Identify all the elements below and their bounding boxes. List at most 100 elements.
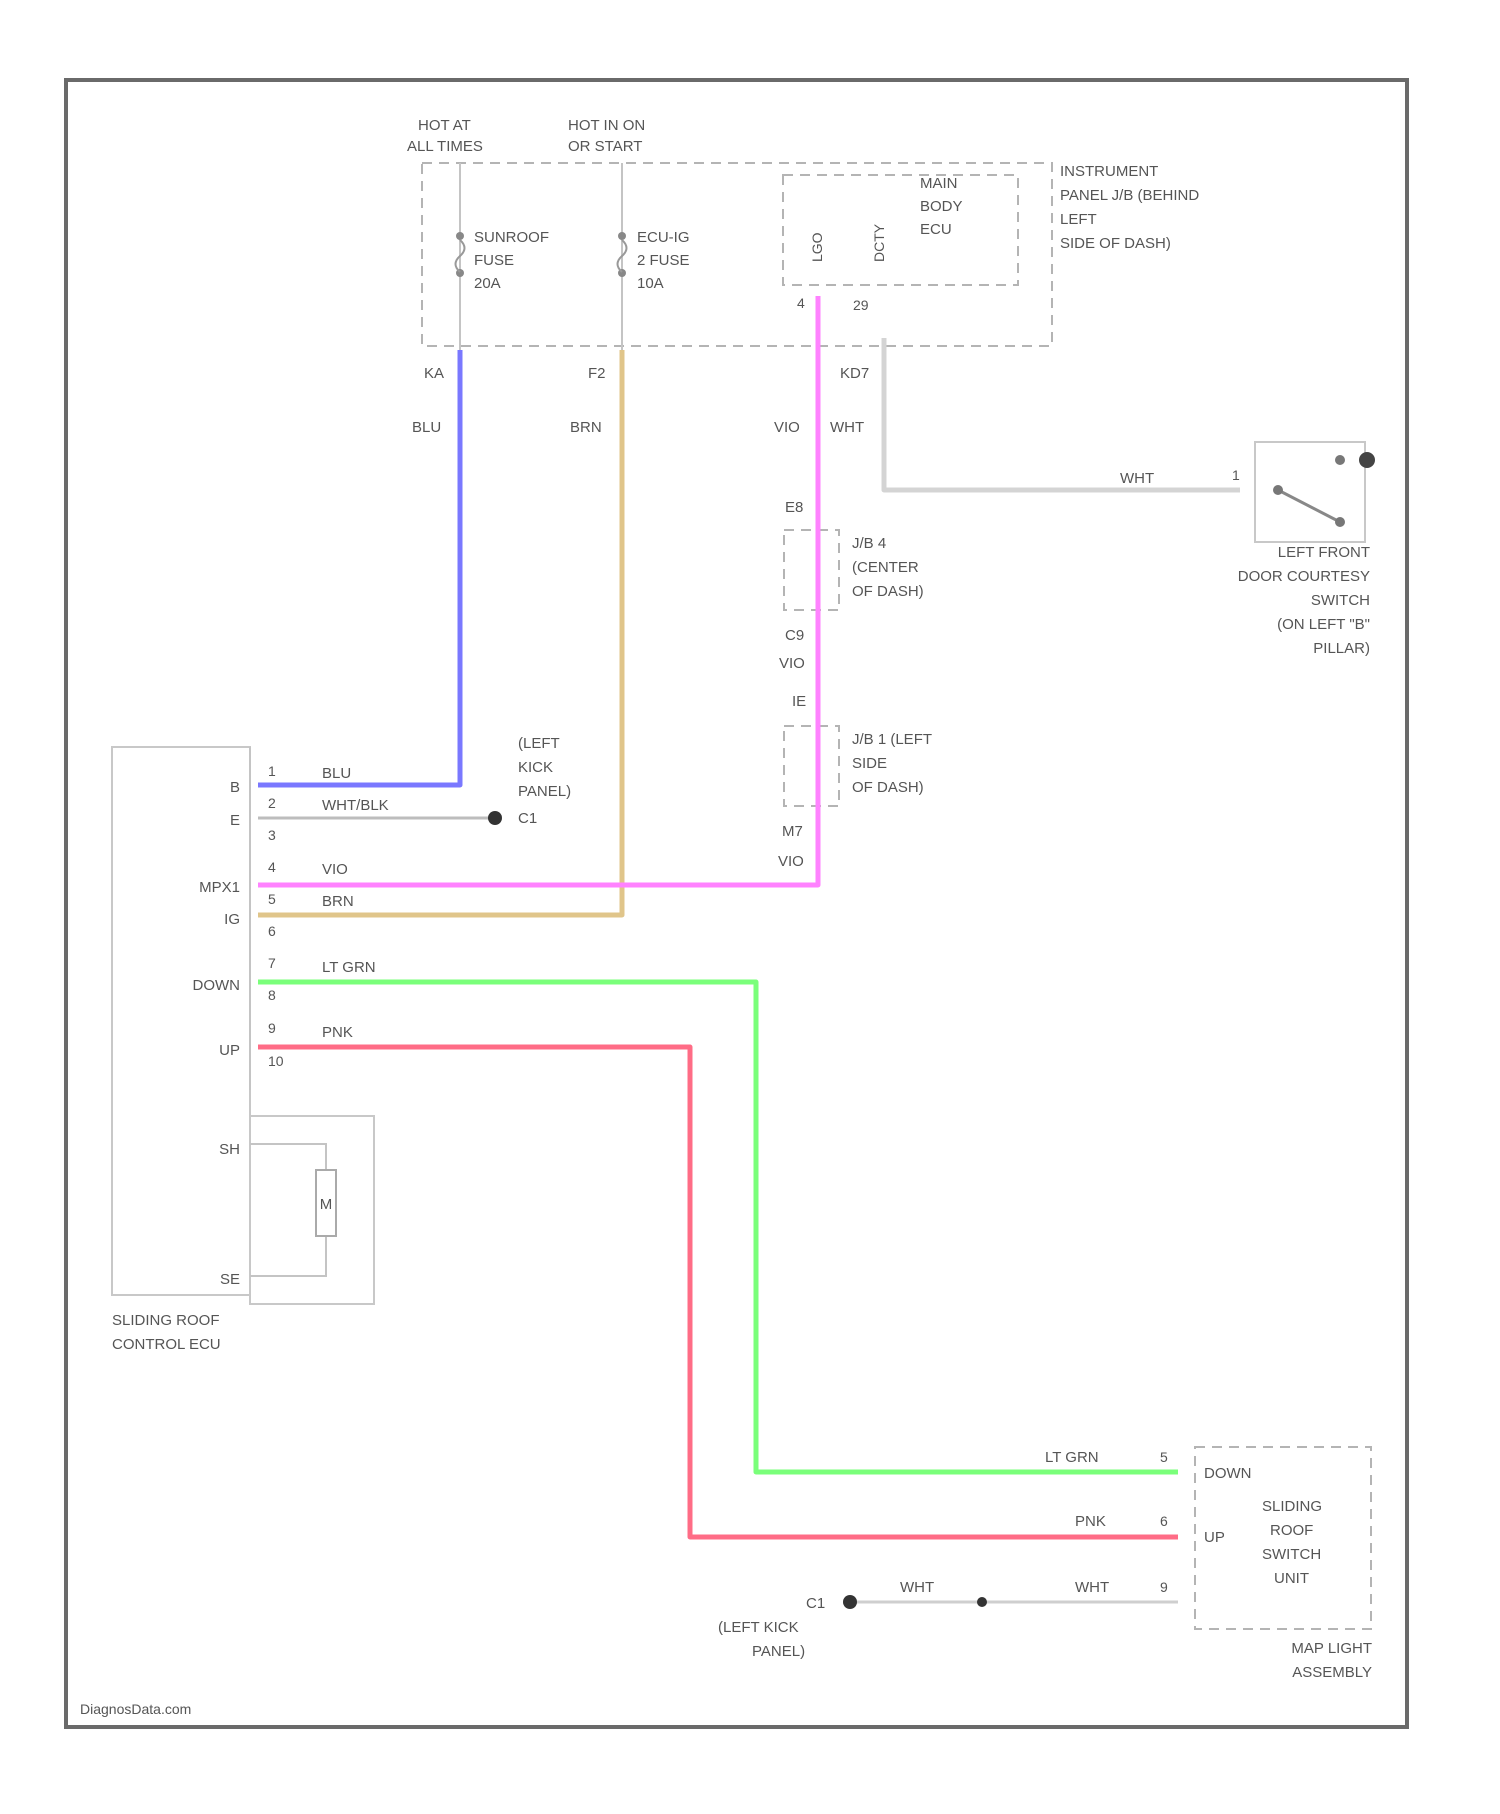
svg-text:5: 5 — [268, 891, 276, 907]
watermark: DiagnosData.com — [80, 1701, 191, 1717]
svg-text:SIDE: SIDE — [852, 755, 887, 772]
svg-text:LGO: LGO — [809, 232, 825, 262]
svg-text:LEFT FRONT: LEFT FRONT — [1278, 544, 1370, 561]
ground-kick-label: (LEFT KICK PANEL) C1 — [518, 735, 571, 827]
svg-text:2 FUSE: 2 FUSE — [637, 252, 690, 269]
svg-text:10A: 10A — [637, 275, 664, 292]
svg-text:3: 3 — [268, 827, 276, 843]
svg-text:4: 4 — [268, 859, 276, 875]
hot-at-all-times-label-1: HOT AT — [418, 117, 471, 134]
svg-text:WHT: WHT — [1075, 1579, 1109, 1596]
wire-label-vio-bottom: VIO — [778, 853, 804, 870]
svg-text:FUSE: FUSE — [474, 252, 514, 269]
svg-text:PANEL): PANEL) — [518, 783, 571, 800]
sliding-roof-motor: M — [250, 1144, 336, 1276]
svg-text:WHT: WHT — [900, 1579, 934, 1596]
ground-symbol-icon — [1359, 452, 1375, 468]
wire-label-brn: BRN — [570, 419, 602, 436]
wire-label-blu: BLU — [412, 419, 441, 436]
wire-label-wht-top: WHT — [830, 419, 864, 436]
svg-text:B: B — [230, 779, 240, 796]
svg-text:BRN: BRN — [322, 893, 354, 910]
svg-text:LEFT: LEFT — [1060, 211, 1097, 228]
wire-label-vio-mid: VIO — [779, 655, 805, 672]
wire-lt-grn — [258, 982, 1178, 1472]
svg-text:20A: 20A — [474, 275, 501, 292]
svg-text:(ON LEFT "B": (ON LEFT "B" — [1277, 616, 1370, 633]
jb1-box — [784, 726, 839, 806]
ground-c1-icon — [488, 811, 502, 825]
svg-text:LT GRN: LT GRN — [322, 959, 376, 976]
svg-text:C1: C1 — [518, 810, 537, 827]
jb4-label: J/B 4 (CENTER OF DASH) — [852, 535, 924, 600]
svg-text:PNK: PNK — [322, 1024, 353, 1041]
connector-c9: C9 — [785, 627, 804, 644]
svg-text:DOWN: DOWN — [193, 977, 241, 994]
svg-text:M: M — [320, 1196, 333, 1213]
svg-text:(LEFT: (LEFT — [518, 735, 560, 752]
svg-text:6: 6 — [1160, 1513, 1168, 1529]
jb4-box — [784, 530, 839, 610]
connector-kd: KD7 — [840, 365, 869, 382]
svg-text:SH: SH — [219, 1141, 240, 1158]
svg-text:IG: IG — [224, 911, 240, 928]
svg-text:J/B 1 (LEFT: J/B 1 (LEFT — [852, 731, 932, 748]
svg-text:J/B 4: J/B 4 — [852, 535, 886, 552]
main-body-ecu-label: MAIN BODY ECU LGO DCTY 4 29 — [797, 175, 963, 313]
svg-text:1: 1 — [268, 763, 276, 779]
instrument-panel-jb-label: INSTRUMENT PANEL J/B (BEHIND LEFT SIDE O… — [1060, 163, 1199, 252]
svg-text:5: 5 — [1160, 1449, 1168, 1465]
svg-text:INSTRUMENT: INSTRUMENT — [1060, 163, 1158, 180]
svg-text:E: E — [230, 812, 240, 829]
svg-text:UNIT: UNIT — [1274, 1570, 1309, 1587]
jb1-label: J/B 1 (LEFT SIDE OF DASH) — [852, 731, 932, 796]
svg-text:UP: UP — [1204, 1529, 1225, 1546]
roof-switch-labels: LT GRN PNK 5 6 9 DOWN UP SLIDING ROOF SW… — [1045, 1449, 1372, 1681]
svg-text:DOOR COURTESY: DOOR COURTESY — [1238, 568, 1370, 585]
hot-at-all-times-label-2: ALL TIMES — [407, 138, 483, 155]
svg-text:4: 4 — [797, 295, 805, 311]
bottom-ground-labels: WHT WHT C1 (LEFT KICK PANEL) — [718, 1579, 1109, 1660]
door-courtesy-switch: 1 LEFT FRONT DOOR COURTESY SWITCH (ON LE… — [1232, 442, 1375, 657]
connector-m7: M7 — [782, 823, 803, 840]
svg-text:PNK: PNK — [1075, 1513, 1106, 1530]
svg-text:DOWN: DOWN — [1204, 1465, 1252, 1482]
svg-text:(CENTER: (CENTER — [852, 559, 919, 576]
connector-ie: IE — [792, 693, 806, 710]
svg-text:SLIDING ROOF: SLIDING ROOF — [112, 1312, 220, 1329]
wire-label-wht-switch: WHT — [1120, 470, 1154, 487]
svg-text:KICK: KICK — [518, 759, 553, 776]
connector-ka: KA — [424, 365, 444, 382]
svg-text:SWITCH: SWITCH — [1262, 1546, 1321, 1563]
svg-text:OF DASH): OF DASH) — [852, 583, 924, 600]
hot-in-on-label-2: OR START — [568, 138, 642, 155]
svg-text:MPX1: MPX1 — [199, 879, 240, 896]
instrument-panel-jb-box — [422, 163, 1052, 346]
svg-text:1: 1 — [1232, 467, 1240, 483]
svg-text:DCTY: DCTY — [871, 223, 887, 262]
connector-f2: F2 — [588, 365, 606, 382]
svg-text:CONTROL ECU: CONTROL ECU — [112, 1336, 221, 1353]
svg-text:ECU: ECU — [920, 221, 952, 238]
svg-text:ROOF: ROOF — [1270, 1522, 1313, 1539]
svg-text:SE: SE — [220, 1271, 240, 1288]
main-body-ecu-box — [783, 175, 1018, 285]
svg-text:9: 9 — [268, 1020, 276, 1036]
svg-text:LT GRN: LT GRN — [1045, 1449, 1099, 1466]
svg-text:7: 7 — [268, 955, 276, 971]
svg-text:29: 29 — [853, 297, 869, 313]
ecu-ig-fuse: ECU-IG 2 FUSE 10A — [618, 229, 690, 292]
wire-wht-courtesy — [884, 338, 1240, 490]
svg-text:WHT/BLK: WHT/BLK — [322, 797, 389, 814]
svg-text:C1: C1 — [806, 1595, 825, 1612]
svg-text:2: 2 — [268, 795, 276, 811]
connector-e8: E8 — [785, 499, 803, 516]
svg-text:SWITCH: SWITCH — [1311, 592, 1370, 609]
svg-text:ECU-IG: ECU-IG — [637, 229, 690, 246]
ecu-wire-labels: BLU WHT/BLK VIO BRN LT GRN PNK — [322, 765, 389, 1041]
svg-text:SIDE OF DASH): SIDE OF DASH) — [1060, 235, 1171, 252]
svg-text:OF DASH): OF DASH) — [852, 779, 924, 796]
wire-label-vio: VIO — [774, 419, 800, 436]
svg-text:UP: UP — [219, 1042, 240, 1059]
svg-text:MAIN: MAIN — [920, 175, 958, 192]
